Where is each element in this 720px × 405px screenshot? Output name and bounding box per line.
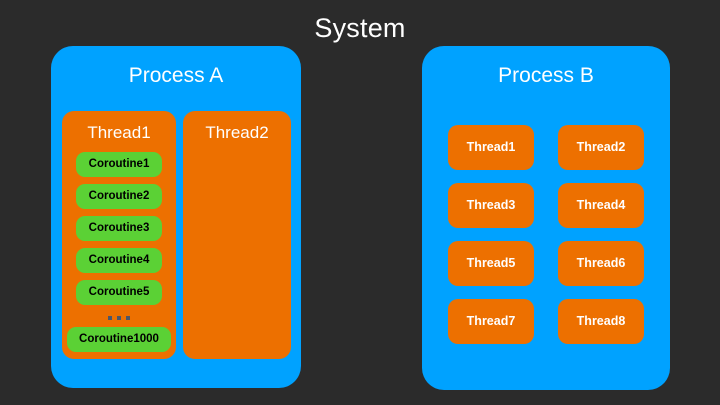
coroutine-item: Coroutine2 bbox=[76, 184, 162, 209]
page-title: System bbox=[314, 13, 406, 43]
process-b-thread-box: Thread3 bbox=[448, 183, 534, 228]
process-b-thread-box: Thread6 bbox=[558, 241, 644, 286]
process-b-thread-grid: Thread1 Thread2 Thread3 Thread4 Thread5 … bbox=[448, 125, 644, 344]
process-b-thread-box: Thread1 bbox=[448, 125, 534, 170]
process-a-title: Process A bbox=[128, 64, 224, 87]
process-b-thread-box: Thread8 bbox=[558, 299, 644, 344]
process-b-title: Process B bbox=[498, 64, 594, 87]
coroutine-item: Coroutine4 bbox=[76, 248, 162, 273]
coroutine-list: Coroutine1 Coroutine2 Coroutine3 Corouti… bbox=[62, 152, 176, 352]
ellipsis-dot bbox=[126, 316, 130, 320]
process-b-thread-box: Thread4 bbox=[558, 183, 644, 228]
process-a-thread-2-box: Thread2 bbox=[183, 111, 291, 359]
process-a-thread-1-box: Thread1 Coroutine1 Coroutine2 Coroutine3… bbox=[62, 111, 176, 359]
ellipsis-dot bbox=[108, 316, 112, 320]
process-b-thread-box: Thread2 bbox=[558, 125, 644, 170]
process-a-panel: Process A Thread1 Coroutine1 Coroutine2 … bbox=[51, 46, 301, 388]
process-a-thread-1-label: Thread1 bbox=[87, 123, 151, 142]
ellipsis-icon bbox=[76, 312, 162, 324]
process-b-thread-box: Thread5 bbox=[448, 241, 534, 286]
ellipsis-dot bbox=[117, 316, 121, 320]
coroutine-item: Coroutine1 bbox=[76, 152, 162, 177]
process-b-thread-box: Thread7 bbox=[448, 299, 534, 344]
coroutine-item-last: Coroutine1000 bbox=[67, 327, 171, 352]
coroutine-item: Coroutine3 bbox=[76, 216, 162, 241]
process-a-thread-2-label: Thread2 bbox=[205, 123, 269, 142]
coroutine-item: Coroutine5 bbox=[76, 280, 162, 305]
process-b-panel: Process B Thread1 Thread2 Thread3 Thread… bbox=[422, 46, 670, 390]
